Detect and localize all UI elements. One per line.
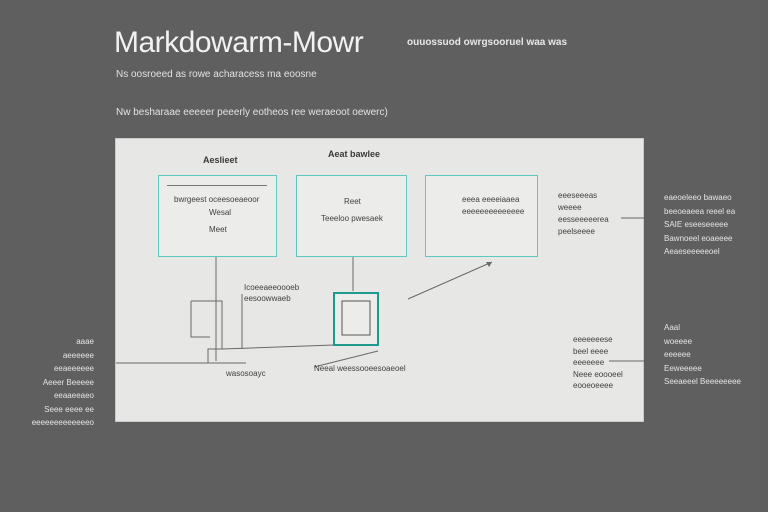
bottom-left-label: wasosoayc	[226, 369, 266, 378]
outer-left-labels: aaae aeeeeee eeaeeeeee Aeeer Beeeee eeaa…	[32, 335, 94, 430]
box1-line-3: Meet	[209, 225, 227, 234]
box2-line-1: Reet	[344, 197, 361, 206]
outer-left-label: eeaaeeaeo	[53, 391, 94, 400]
outer-left-label: aaae	[76, 337, 94, 346]
label-top-center: Aeat bawlee	[328, 149, 381, 159]
outer-left-label: Seee eeee ee	[44, 404, 94, 414]
box3-side-labels: eeeseeeas weeee eesseeeeerea peelseeee	[558, 190, 609, 238]
right-inner-label: Neee eoooeel	[573, 369, 623, 379]
box1-divider	[167, 185, 267, 186]
right-inner-label: eeeeeeese	[573, 335, 613, 344]
box2-line-2: Teeeloo pwesaek	[321, 214, 383, 223]
subtitle-2: Nw besharaae eeeeer peeerly eotheos ree …	[116, 107, 388, 118]
box3-side-label: weeee	[558, 203, 582, 212]
small-inner-box	[341, 300, 371, 336]
box1-line-2: Wesal	[209, 208, 232, 217]
diagram-canvas: Aeslieet Aeat bawlee bwrgeest oceesoeaeo…	[115, 138, 644, 422]
connector-step	[191, 300, 223, 363]
outer-left-label: eeeeeeeeeeeeeo	[31, 418, 94, 427]
box3-side-label: eeeseeeas	[558, 191, 598, 200]
right-inner-label: eeeeeee	[573, 358, 605, 367]
outer-right-bottom-label: Eeweeeee	[664, 363, 702, 373]
outer-right-bottom-label: eeeeee	[664, 350, 691, 359]
outer-right-top-labels: eaeoeleeo bawaeo beeoeaeea reeel ea SAIE…	[664, 191, 735, 259]
arrowhead-box3	[486, 262, 492, 267]
outer-right-top-label: beeoeaeea reeel ea	[664, 206, 736, 216]
box1-line-1: bwrgeest oceesoeaeoor	[174, 195, 260, 204]
label-top-left: Aeslieet	[203, 155, 238, 165]
connector-to-small-box	[221, 344, 335, 350]
outer-right-top-label: SAIE eseeseeeee	[664, 220, 729, 229]
mid-note: Icoeeaeeoooeb eesoowwaeb	[244, 282, 299, 304]
box3-side-label: peelseeee	[558, 227, 595, 236]
diagram-box-3: eeea eeeeiaaea eeeeeeeeeeeeee	[425, 175, 538, 257]
outer-right-bottom-label: Aaal	[664, 323, 681, 332]
outer-left-label: Aeeer Beeeee	[42, 377, 94, 387]
connector-step-2	[190, 301, 210, 338]
outer-right-bottom-labels: Aaal woeeee eeeeee Eeweeeee Seeaeeel Bee…	[664, 321, 741, 389]
subtitle-1: Ns oosroeed as rowe acharacess ma eoosne	[116, 69, 317, 80]
outer-right-top-label: Aeaeseeeeeoel	[664, 247, 720, 256]
diagram-box-2: Reet Teeeloo pwesaek	[296, 175, 407, 257]
right-inner-label: eooeoeeee	[573, 381, 614, 390]
right-inner-labels: eeeeeeese beel eeee eeeeeee Neee eoooeel…	[573, 334, 623, 392]
box3-line-2: eeeeeeeeeeeeee	[462, 207, 525, 216]
outer-right-bottom-label: woeeee	[664, 336, 693, 346]
page-tagline: ouuossuod owrgsooruel waa was	[407, 37, 568, 48]
outer-right-top-label: eaeoeleeo bawaeo	[664, 193, 732, 202]
connector-lines	[116, 188, 644, 368]
diagram-box-1: bwrgeest oceesoeaeoor Wesal Meet	[158, 175, 277, 257]
mid-note-line-2: eesoowwaeb	[244, 294, 291, 303]
outer-left-label: eeaeeeeee	[53, 364, 94, 373]
connector-small-box-left	[313, 350, 379, 368]
box3-line-1: eeea eeeeiaaea	[462, 195, 520, 204]
right-inner-label: beel eeee	[573, 346, 609, 356]
page-title: Markdowarm-Mowr	[114, 26, 364, 59]
outer-right-top-label: Bawnoeel eoaeeee	[664, 233, 733, 243]
bottom-center-label: Neeal weessooeesoaeoel	[314, 364, 406, 373]
outer-right-bottom-label: Seeaeeel Beeeeeeee	[664, 377, 741, 386]
box3-side-label: eesseeeeerea	[558, 215, 609, 224]
outer-left-label: aeeeeee	[62, 350, 94, 360]
connector-arrow-box3	[407, 261, 493, 300]
mid-note-line-1: Icoeeaeeoooeb	[244, 283, 300, 292]
small-accent-box	[333, 292, 379, 346]
